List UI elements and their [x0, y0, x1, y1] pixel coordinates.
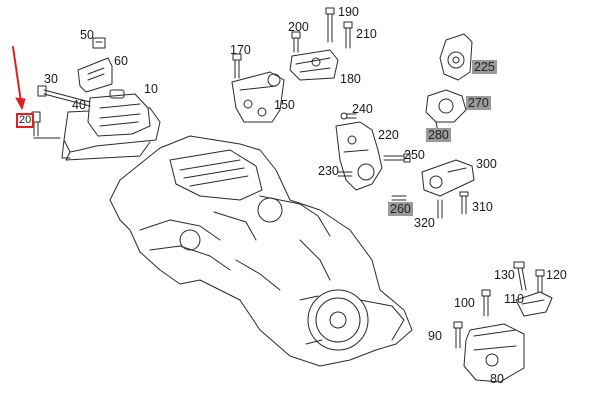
callout-30[interactable]: 30 — [44, 72, 58, 86]
part-300-mount[interactable] — [421, 159, 475, 197]
callout-110[interactable]: 110 — [504, 292, 524, 306]
callout-190[interactable]: 190 — [338, 5, 359, 19]
callout-150[interactable]: 150 — [274, 98, 295, 112]
engine-assembly — [109, 135, 413, 367]
callout-230[interactable]: 230 — [318, 164, 339, 178]
callout-310[interactable]: 310 — [472, 200, 493, 214]
part-260-bolt[interactable] — [391, 195, 407, 201]
part-200-bolt[interactable] — [291, 31, 301, 53]
callout-250[interactable]: 250 — [404, 148, 425, 162]
part-190-bolt[interactable] — [325, 7, 335, 43]
part-225-mount[interactable] — [439, 33, 473, 81]
part-30-bolt[interactable] — [37, 85, 91, 107]
selection-arrow — [12, 46, 22, 103]
callout-240[interactable]: 240 — [352, 102, 373, 116]
part-270-mount[interactable] — [425, 89, 467, 133]
callout-320[interactable]: 320 — [414, 216, 435, 230]
callout-100[interactable]: 100 — [454, 296, 475, 310]
callout-90[interactable]: 90 — [428, 329, 442, 343]
callout-260[interactable]: 260 — [388, 202, 413, 216]
part-10-engine-mount[interactable] — [61, 89, 161, 161]
callout-80[interactable]: 80 — [490, 372, 504, 386]
part-180-bracket[interactable] — [289, 49, 339, 81]
part-250-bolt[interactable] — [383, 153, 411, 163]
callout-280[interactable]: 280 — [426, 128, 451, 142]
callout-220[interactable]: 220 — [378, 128, 399, 142]
part-110-bracket[interactable] — [515, 291, 553, 317]
part-90-bolt[interactable] — [453, 321, 463, 349]
part-150-bracket[interactable] — [231, 71, 285, 123]
callout-120[interactable]: 120 — [546, 268, 567, 282]
callout-300[interactable]: 300 — [476, 157, 497, 171]
part-40-bracket[interactable] — [77, 57, 113, 93]
part-130-bolt[interactable] — [513, 261, 527, 291]
part-120-bolt[interactable] — [535, 269, 545, 293]
part-170-bolt[interactable] — [232, 53, 242, 79]
part-220-bracket[interactable] — [335, 121, 383, 191]
callout-60[interactable]: 60 — [114, 54, 128, 68]
part-100-bolt[interactable] — [481, 289, 491, 317]
part-320-bolt[interactable] — [437, 199, 443, 219]
callout-180[interactable]: 180 — [340, 72, 361, 86]
part-310-bolt[interactable] — [459, 191, 469, 215]
selection-arrow-head — [15, 97, 26, 110]
part-20-bolt[interactable] — [31, 111, 61, 139]
part-240-bolt[interactable] — [340, 112, 357, 120]
callout-20-selected[interactable]: 20 — [16, 113, 35, 128]
part-50-nut[interactable] — [92, 37, 106, 49]
callout-10[interactable]: 10 — [144, 82, 158, 96]
callout-225[interactable]: 225 — [472, 60, 497, 74]
part-210-bolt[interactable] — [343, 21, 353, 49]
callout-130[interactable]: 130 — [494, 268, 515, 282]
callout-200[interactable]: 200 — [288, 20, 309, 34]
part-80-mount[interactable] — [463, 323, 525, 383]
callout-210[interactable]: 210 — [356, 27, 377, 41]
part-230-bolt[interactable] — [337, 171, 353, 177]
callout-170[interactable]: 170 — [230, 43, 251, 57]
callout-40[interactable]: 40 — [72, 98, 86, 112]
callout-50[interactable]: 50 — [80, 28, 94, 42]
callout-270[interactable]: 270 — [466, 96, 491, 110]
